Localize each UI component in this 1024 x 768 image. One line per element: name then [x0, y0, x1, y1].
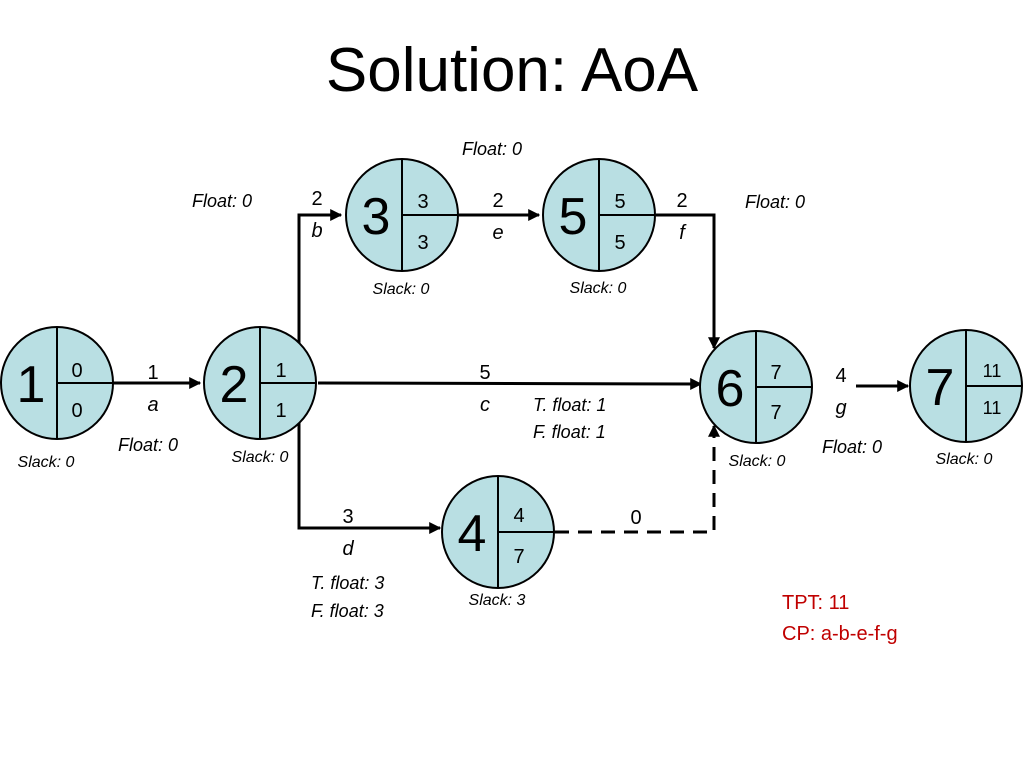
slack-label: Slack: 0	[373, 281, 430, 298]
float-label: Float: 0	[822, 437, 882, 457]
slack-label: Slack: 0	[936, 451, 993, 468]
activity-duration: 5	[479, 362, 490, 384]
critical-path: CP: a-b-e-f-g	[782, 623, 898, 645]
node-early: 1	[275, 360, 286, 382]
activity-name: d	[342, 538, 354, 560]
node-late: 1	[275, 400, 286, 422]
activity-name: f	[679, 222, 687, 244]
node-late: 7	[513, 546, 524, 568]
activity-duration: 0	[630, 507, 641, 529]
node-late: 7	[770, 402, 781, 424]
node-2: 2 1 1	[203, 326, 317, 440]
node-early: 11	[983, 361, 1002, 381]
node-late: 5	[614, 232, 625, 254]
activity-name: c	[480, 394, 490, 416]
node-late: 0	[71, 400, 82, 422]
slack-label: Slack: 0	[232, 449, 289, 466]
node-early: 4	[513, 505, 524, 527]
total-project-time: TPT: 11	[782, 592, 849, 614]
activity-duration: 3	[342, 506, 353, 528]
float-label: Float: 0	[745, 192, 805, 212]
node-id: 3	[362, 188, 391, 246]
node-early: 3	[417, 191, 428, 213]
node-id: 2	[220, 356, 249, 414]
activity-name: g	[835, 397, 846, 419]
edge-d	[297, 422, 442, 534]
activity-name: b	[311, 220, 322, 242]
total-float-label: T. float: 1	[533, 395, 606, 415]
activity-duration: 4	[835, 365, 846, 387]
activity-name: a	[147, 394, 158, 416]
edge-f	[656, 213, 720, 350]
edge-c	[317, 377, 703, 390]
free-float-label: F. float: 1	[533, 422, 606, 442]
node-late: 11	[983, 398, 1002, 418]
node-early: 0	[71, 360, 82, 382]
node-early: 7	[770, 362, 781, 384]
slack-label: Slack: 3	[469, 592, 526, 609]
node-6: 6 7 7	[699, 330, 813, 444]
free-float-label: F. float: 3	[311, 601, 384, 621]
node-3: 3 3 3	[345, 158, 459, 272]
edge-dummy	[555, 424, 720, 534]
slack-label: Slack: 0	[570, 280, 627, 297]
activity-duration: 2	[676, 190, 687, 212]
node-1: 1 0 0	[0, 326, 114, 440]
node-5: 5 5 5	[542, 158, 656, 272]
total-float-label: T. float: 3	[311, 573, 384, 593]
activity-duration: 2	[492, 190, 503, 212]
float-label: Float: 0	[462, 139, 522, 159]
node-early: 5	[614, 191, 625, 213]
slack-label: Slack: 0	[18, 454, 75, 471]
activity-duration: 2	[311, 188, 322, 210]
node-id: 6	[716, 360, 745, 418]
slack-label: Slack: 0	[729, 453, 786, 470]
node-late: 3	[417, 232, 428, 254]
float-label: Float: 0	[118, 435, 178, 455]
node-id: 1	[17, 356, 46, 414]
node-id: 7	[926, 359, 955, 417]
node-id: 5	[559, 188, 588, 246]
node-id: 4	[458, 505, 487, 563]
node-7: 7 11 11	[909, 329, 1023, 443]
edge-b	[297, 209, 343, 345]
node-4: 4 4 7	[441, 475, 555, 589]
activity-duration: 1	[147, 362, 158, 384]
float-label: Float: 0	[192, 191, 252, 211]
page-title: Solution: AoA	[325, 36, 699, 105]
activity-name: e	[492, 222, 503, 244]
